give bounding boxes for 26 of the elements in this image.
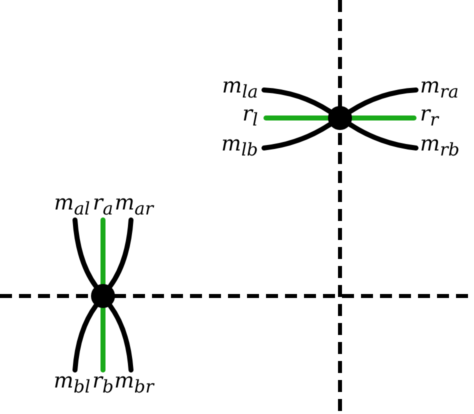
- curve-line: [348, 88, 418, 114]
- math-label: m$_{ar}$: [114, 192, 154, 219]
- curve-line: [72, 218, 98, 289]
- curve-line: [108, 218, 134, 289]
- math-label: m$_{la}$: [222, 75, 258, 102]
- curve-line: [100, 218, 106, 286]
- curve-line: [72, 303, 98, 372]
- junction-dot: [328, 106, 352, 130]
- curve-line: [262, 122, 332, 150]
- math-label: r$_{b}$: [92, 370, 114, 397]
- curve-line: [350, 116, 416, 120]
- junction-dot: [91, 284, 115, 308]
- math-label: m$_{rb}$: [420, 133, 460, 160]
- math-label: r$_{r}$: [420, 103, 438, 130]
- math-label: m$_{ra}$: [420, 75, 459, 102]
- math-label: r$_{l}$: [242, 103, 258, 130]
- curve-line: [100, 306, 106, 372]
- math-label: m$_{br}$: [114, 370, 154, 397]
- math-label: m$_{lb}$: [221, 133, 258, 160]
- math-label: m$_{bl}$: [54, 370, 90, 397]
- curve-line: [108, 303, 134, 372]
- math-label: m$_{al}$: [54, 192, 90, 219]
- curve-line: [264, 116, 330, 120]
- curve-line: [348, 122, 418, 150]
- curve-line: [262, 88, 332, 114]
- math-label: r$_{a}$: [92, 192, 114, 219]
